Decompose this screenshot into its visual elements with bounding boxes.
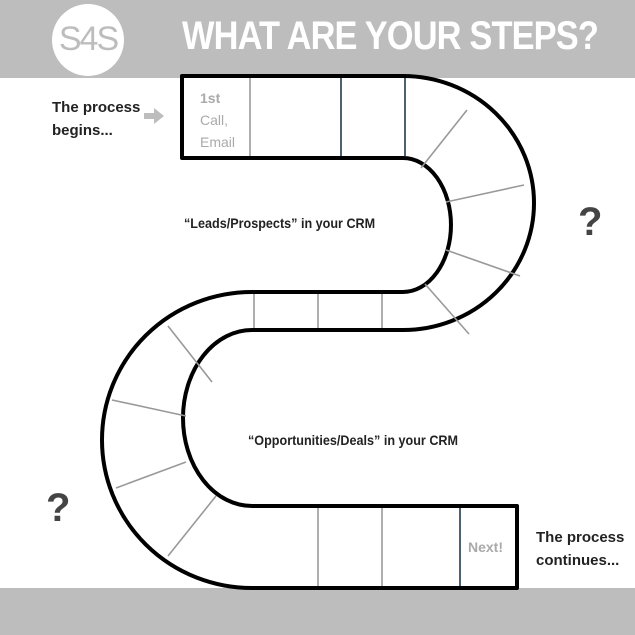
first-step-line2: Call,: [200, 112, 229, 128]
process-continues-line1: The process: [536, 529, 625, 546]
header-banner: S4S WHAT ARE YOUR STEPS?: [0, 0, 635, 78]
process-begins-label: The process begins...: [52, 96, 140, 142]
track-dividers: [111, 78, 525, 586]
logo: S4S: [52, 4, 124, 76]
opportunities-deals-label: “Opportunities/Deals” in your CRM: [248, 432, 459, 448]
process-begins-line1: The process: [52, 99, 141, 116]
logo-text: S4S: [58, 20, 119, 58]
footer-banner: [0, 588, 635, 635]
question-mark-right: ?: [578, 200, 603, 244]
first-step-cell: 1st Call, Email: [200, 87, 235, 153]
page-title: WHAT ARE YOUR STEPS?: [182, 14, 599, 58]
arrow-right-icon: [144, 108, 164, 124]
first-step-line3: Email: [200, 134, 236, 150]
next-step-cell: Next!: [468, 539, 504, 555]
first-step-label: 1st: [200, 90, 221, 106]
process-begins-line2: begins...: [52, 122, 113, 139]
track-border: [100, 74, 536, 590]
process-continues-line2: continues...: [536, 552, 620, 569]
leads-prospects-label: “Leads/Prospects” in your CRM: [184, 215, 376, 231]
question-mark-left: ?: [46, 486, 71, 530]
process-continues-label: The process continues...: [536, 526, 624, 572]
